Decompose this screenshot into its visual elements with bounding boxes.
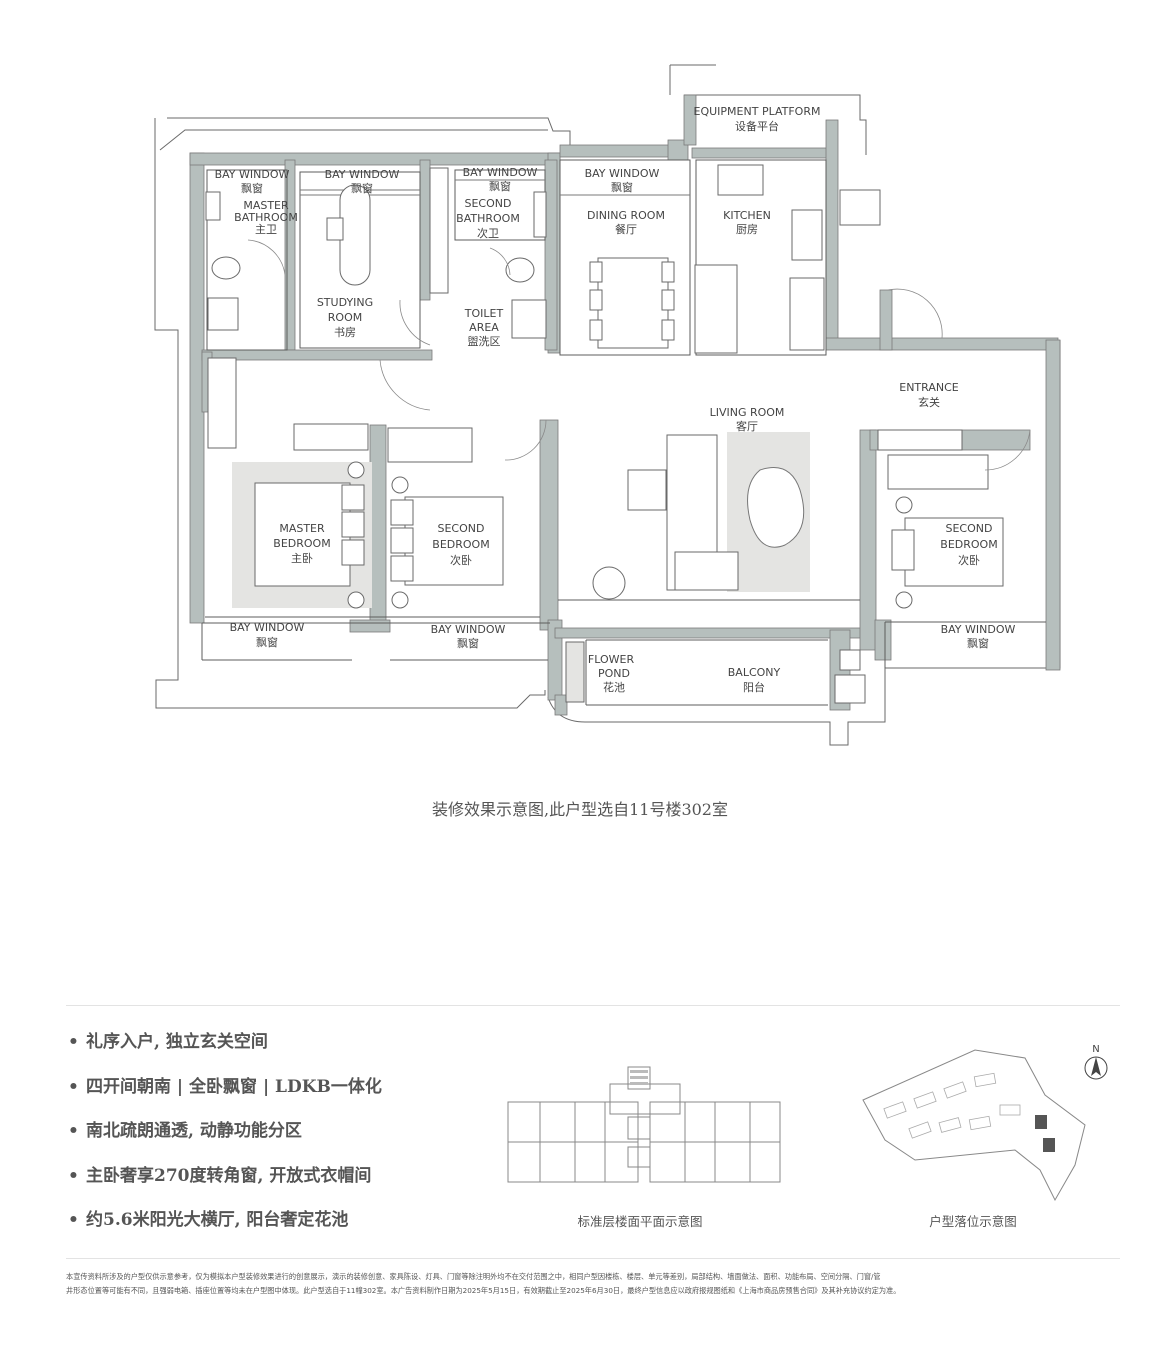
feature-item: • 南北疏朗通透, 动静功能分区	[68, 1119, 382, 1164]
feature-text: 四开间朝南 | 全卧飘窗 | LDKB一体化	[86, 1076, 382, 1097]
bay-window-1-en: BAY WINDOW	[215, 168, 290, 181]
bullet-icon: •	[68, 1210, 79, 1230]
disclaimer-line-2: 井形态位置等可能有不同，且强弱电箱、插座位置等均未在户型图中体现。此户型选自于1…	[66, 1286, 901, 1295]
svg-text:N: N	[1092, 1044, 1099, 1055]
floor-plan: BAY WINDOW 飘窗 BAY WINDOW 飘窗 BAY WINDOW 飘…	[154, 64, 1061, 746]
second-bathroom-l2: BATHROOM	[456, 212, 520, 225]
feature-item: • 四开间朝南 | 全卧飘窗 | LDKB一体化	[68, 1075, 382, 1120]
bay-window-2-en: BAY WINDOW	[325, 168, 400, 181]
divider-bottom	[66, 1258, 1120, 1259]
site-plan-thumbnail: N	[862, 1044, 1108, 1202]
feature-item: • 礼序入户, 独立玄关空间	[68, 1030, 382, 1075]
balcony-cn: 阳台	[743, 680, 765, 694]
master-bedroom-l3: 主卧	[291, 552, 313, 565]
feature-text: 礼序入户, 独立玄关空间	[86, 1032, 268, 1052]
bay-window-4-en: BAY WINDOW	[585, 167, 660, 180]
bay-window-1-cn: 飘窗	[241, 181, 263, 195]
second-bedroom-1-l1: SECOND	[438, 522, 485, 535]
entrance-en: ENTRANCE	[899, 381, 959, 394]
kitchen-cn: 厨房	[736, 223, 758, 236]
plan-caption: 装修效果示意图,此户型选自11号楼302室	[432, 800, 728, 819]
flower-pond-l3: 花池	[603, 681, 625, 694]
dining-room-cn: 餐厅	[615, 222, 637, 236]
feature-item: • 约5.6米阳光大横厅, 阳台奢定花池	[68, 1208, 382, 1253]
equipment-platform-en: EQUIPMENT PLATFORM	[694, 105, 821, 118]
feature-list: • 礼序入户, 独立玄关空间 • 四开间朝南 | 全卧飘窗 | LDKB一体化 • 南…	[68, 1030, 382, 1253]
living-room-cn: 客厅	[736, 419, 758, 433]
second-bathroom-l3: 次卫	[477, 226, 499, 240]
second-bedroom-1-l3: 次卧	[450, 553, 472, 567]
feature-item: • 主卧奢享270度转角窗, 开放式衣帽间	[68, 1164, 382, 1209]
bullet-icon: •	[68, 1121, 79, 1141]
second-bedroom-2-l3: 次卧	[958, 553, 980, 567]
balcony-en: BALCONY	[728, 666, 781, 679]
dining-room-en: DINING ROOM	[587, 209, 665, 222]
studying-room-l2: ROOM	[328, 311, 362, 324]
second-bathroom-l1: SECOND	[465, 197, 512, 210]
master-bedroom-l1: MASTER	[279, 522, 325, 535]
disclaimer-line-1: 本宣传资料所涉及的户型仅供示意参考，仅为模拟本户型装修效果进行的创意展示，演示的…	[66, 1272, 881, 1281]
bullet-icon: •	[68, 1076, 79, 1097]
feature-text: 约5.6米阳光大横厅, 阳台奢定花池	[86, 1210, 349, 1230]
master-bathroom-l3: 主卫	[255, 223, 277, 236]
site-plan-caption: 户型落位示意图	[929, 1214, 1017, 1229]
studying-room-l3: 书房	[334, 326, 356, 339]
second-bedroom-2-l2: BEDROOM	[940, 538, 997, 551]
divider-top	[66, 1005, 1120, 1006]
flower-pond-l1: FLOWER	[588, 653, 635, 666]
master-bedroom-l2: BEDROOM	[273, 537, 330, 550]
master-bathroom-l2: BATHROOM	[234, 211, 298, 224]
north-arrow-icon: N	[1084, 1044, 1108, 1080]
toilet-area-l3: 盥洗区	[468, 335, 501, 348]
bay-window-6-cn: 飘窗	[457, 636, 479, 650]
studying-room-l1: STUDYING	[317, 296, 373, 309]
feature-text: 南北疏朗通透, 动静功能分区	[86, 1121, 302, 1141]
bay-window-3-en: BAY WINDOW	[463, 166, 538, 179]
kitchen-en: KITCHEN	[723, 209, 771, 222]
bay-window-6-en: BAY WINDOW	[431, 623, 506, 636]
bay-window-2-cn: 飘窗	[351, 181, 373, 195]
standard-floor-plan-caption: 标准层楼面平面示意图	[577, 1214, 703, 1229]
entrance-cn: 玄关	[918, 395, 940, 409]
bullet-icon: •	[68, 1032, 79, 1052]
bay-window-4-cn: 飘窗	[611, 180, 633, 194]
toilet-area-l1: TOILET	[464, 307, 504, 320]
bay-window-5-cn: 飘窗	[256, 635, 278, 649]
second-bedroom-2-l1: SECOND	[946, 522, 993, 535]
living-room-en: LIVING ROOM	[710, 406, 785, 419]
standard-floor-plan-thumbnail	[507, 1066, 781, 1183]
bay-window-7-en: BAY WINDOW	[941, 623, 1016, 636]
disclaimer: 本宣传资料所涉及的户型仅供示意参考，仅为模拟本户型装修效果进行的创意展示，演示的…	[66, 1270, 1120, 1298]
bay-window-5-en: BAY WINDOW	[230, 621, 305, 634]
toilet-area-l2: AREA	[469, 321, 499, 334]
second-bedroom-1-l2: BEDROOM	[432, 538, 489, 551]
flower-pond-l2: POND	[598, 667, 630, 680]
bay-window-3-cn: 飘窗	[489, 179, 511, 193]
master-bathroom-l1: MASTER	[243, 199, 289, 212]
equipment-platform-cn: 设备平台	[735, 119, 779, 133]
feature-text: 主卧奢享270度转角窗, 开放式衣帽间	[86, 1165, 372, 1186]
bullet-icon: •	[68, 1165, 79, 1186]
bay-window-7-cn: 飘窗	[967, 636, 989, 650]
